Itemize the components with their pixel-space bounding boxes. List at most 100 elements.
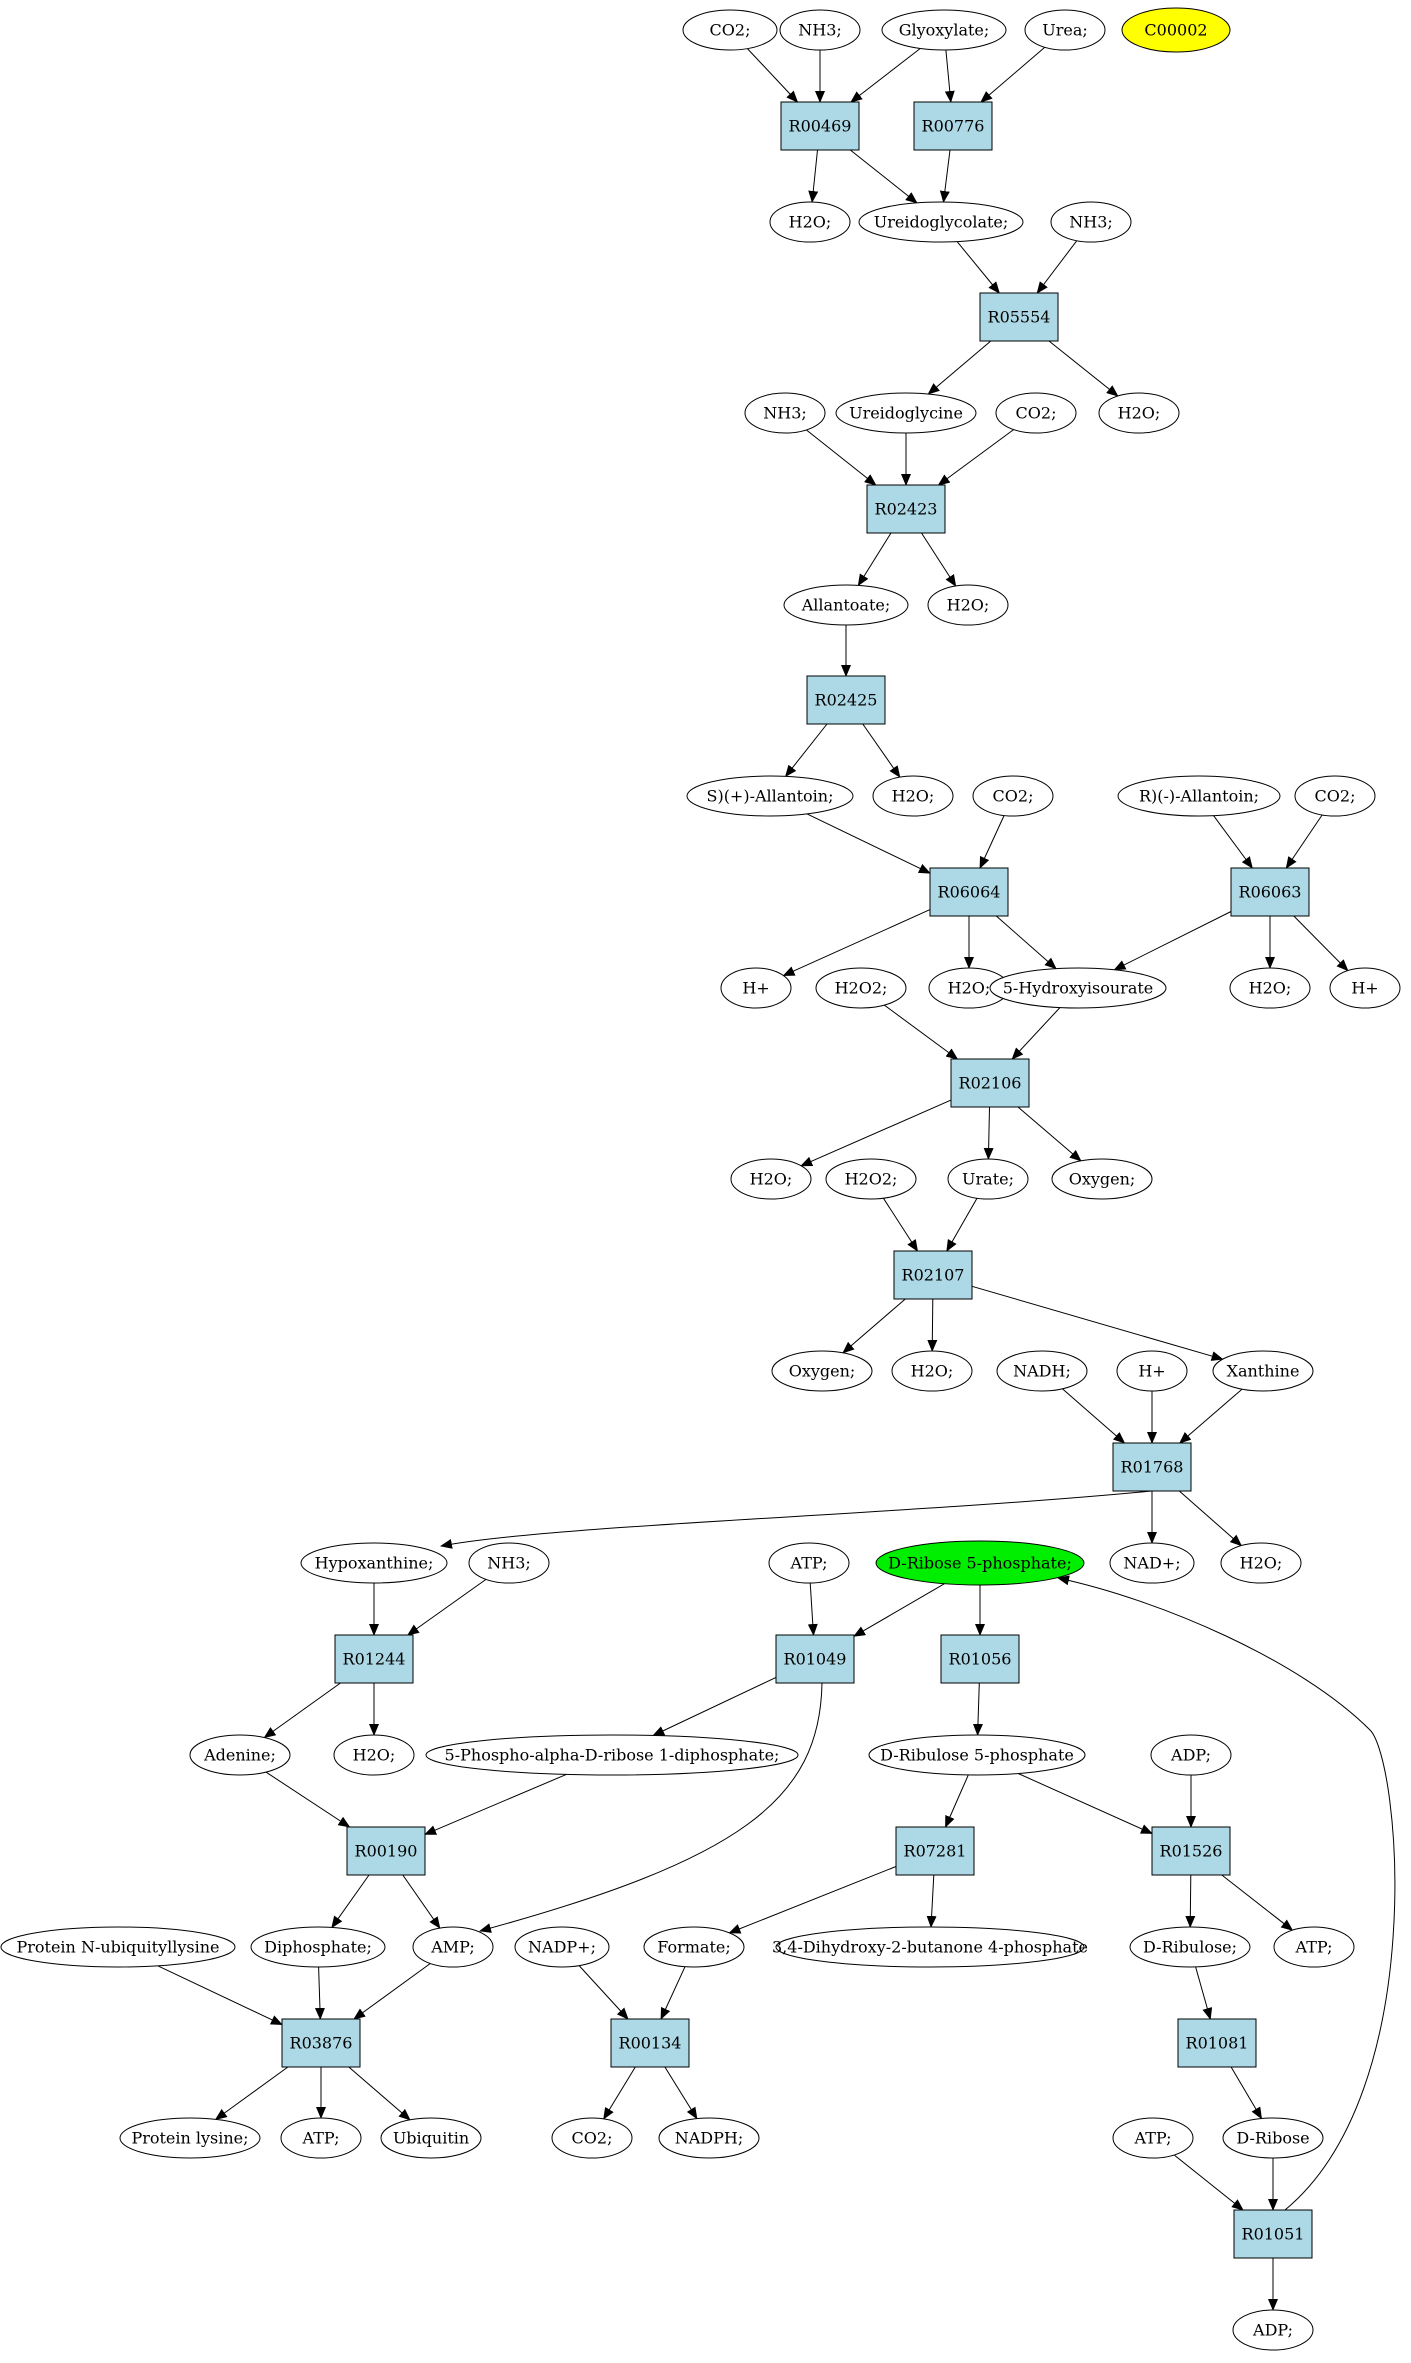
compound-node-c_d_ribulose5p[interactable]: D-Ribulose 5-phosphate	[868, 1734, 1086, 1776]
reaction-node-r_R02107[interactable]: R02107	[893, 1250, 973, 1300]
compound-ellipse	[300, 1542, 448, 1584]
compound-node-c_nh3_1[interactable]: NH3;	[779, 9, 861, 51]
compound-node-c_5hiu[interactable]: 5-Hydroxyisourate	[989, 967, 1167, 1009]
compound-node-c_nh3_4[interactable]: NH3;	[468, 1542, 550, 1584]
compound-node-c_hplus_2[interactable]: H+	[1329, 967, 1401, 1009]
reaction-node-r_R05554[interactable]: R05554	[979, 292, 1059, 342]
reaction-node-r_R01768[interactable]: R01768	[1112, 1442, 1192, 1492]
reaction-box	[929, 867, 1009, 917]
reaction-node-r_R01051[interactable]: R01051	[1233, 2209, 1313, 2259]
edge-c_co2_1-to-r_R00469	[747, 48, 799, 103]
reaction-node-r_R01049[interactable]: R01049	[775, 1634, 855, 1684]
reaction-node-r_R01526[interactable]: R01526	[1151, 1826, 1231, 1876]
node-label: R01051	[1242, 2225, 1305, 2244]
compound-node-c_atp_4[interactable]: ATP;	[1112, 2117, 1194, 2159]
node-label: 5-Hydroxyisourate	[1003, 979, 1154, 998]
compound-node-c_glyoxylate[interactable]: Glyoxylate;	[881, 9, 1007, 51]
compound-node-c_formate[interactable]: Formate;	[643, 1926, 745, 1968]
compound-node-c_co2_1[interactable]: CO2;	[682, 9, 778, 51]
reaction-node-r_R01056[interactable]: R01056	[940, 1634, 1020, 1684]
compound-node-c_h2o_3[interactable]: H2O;	[927, 584, 1009, 626]
compound-node-c_dhbp[interactable]: 3,4-Dihydroxy-2-butanone 4-phosphate	[772, 1926, 1088, 1968]
reaction-node-r_R00776[interactable]: R00776	[913, 101, 993, 151]
compound-node-c_c00002[interactable]: C00002	[1121, 7, 1231, 53]
reaction-node-r_R02423[interactable]: R02423	[866, 484, 946, 534]
compound-node-c_oxygen_1[interactable]: Oxygen;	[1051, 1158, 1153, 1200]
compound-node-c_s_allantoin[interactable]: S)(+)-Allantoin;	[686, 775, 854, 817]
compound-node-c_nh3_3[interactable]: NH3;	[744, 392, 826, 434]
reaction-node-r_R03876[interactable]: R03876	[281, 2018, 361, 2068]
compound-node-c_urea[interactable]: Urea;	[1024, 9, 1106, 51]
compound-node-c_hypoxanthine[interactable]: Hypoxanthine;	[300, 1542, 448, 1584]
compound-ellipse	[825, 1158, 917, 1200]
compound-node-c_h2o_10[interactable]: H2O;	[333, 1734, 415, 1776]
compound-node-c_h2o_5[interactable]: H2O;	[928, 967, 1010, 1009]
compound-node-c_nadplus_1[interactable]: NAD+;	[1109, 1542, 1195, 1584]
node-label: CO2;	[993, 787, 1034, 806]
compound-node-c_nadpplus[interactable]: NADP+;	[514, 1926, 610, 1968]
compound-ellipse	[769, 201, 851, 243]
reaction-node-r_R02425[interactable]: R02425	[806, 675, 886, 725]
reaction-node-r_R01081[interactable]: R01081	[1177, 2018, 1257, 2068]
node-label: H2O;	[892, 787, 935, 806]
reaction-node-r_R00469[interactable]: R00469	[780, 101, 860, 151]
compound-node-c_co2_2[interactable]: CO2;	[995, 392, 1077, 434]
reaction-node-r_R00190[interactable]: R00190	[346, 1826, 426, 1876]
compound-node-c_oxygen_2[interactable]: Oxygen;	[771, 1350, 873, 1392]
compound-node-c_nh3_2[interactable]: NH3;	[1050, 201, 1132, 243]
compound-node-c_allantoate[interactable]: Allantoate;	[783, 584, 909, 626]
compound-node-c_h2o_8[interactable]: H2O;	[891, 1350, 973, 1392]
compound-node-c_r_allantoin[interactable]: R)(-)-Allantoin;	[1117, 775, 1281, 817]
edge-r_R02423-to-c_allantoate	[857, 532, 892, 587]
compound-node-c_ureidoglycolate[interactable]: Ureidoglycolate;	[858, 201, 1024, 243]
compound-node-c_xanthine[interactable]: Xanthine	[1212, 1350, 1314, 1392]
compound-node-c_diphosphate[interactable]: Diphosphate;	[250, 1926, 386, 1968]
compound-node-c_ubiquitin[interactable]: Ubiquitin	[380, 2117, 482, 2159]
compound-node-c_hplus_1[interactable]: H+	[720, 967, 792, 1009]
compound-node-c_h2o2_2[interactable]: H2O2;	[825, 1158, 917, 1200]
compound-node-c_adp_1[interactable]: ADP;	[1150, 1734, 1232, 1776]
compound-node-c_atp_3[interactable]: ATP;	[280, 2117, 362, 2159]
node-label: H2O2;	[845, 1170, 898, 1189]
compound-node-c_co2_3[interactable]: CO2;	[972, 775, 1054, 817]
node-label: R00134	[619, 2034, 682, 2053]
compound-ellipse	[1109, 1542, 1195, 1584]
reaction-node-r_R07281[interactable]: R07281	[895, 1826, 975, 1876]
compound-node-c_adp_2[interactable]: ADP;	[1232, 2309, 1314, 2351]
compound-ellipse	[280, 2117, 362, 2159]
compound-node-c_amp[interactable]: AMP;	[412, 1926, 494, 1968]
reaction-node-r_R06063[interactable]: R06063	[1230, 867, 1310, 917]
compound-node-c_h2o_1[interactable]: H2O;	[769, 201, 851, 243]
compound-ellipse	[1050, 201, 1132, 243]
node-label: R05554	[988, 308, 1051, 327]
compound-node-c_prpp[interactable]: 5-Phospho-alpha-D-ribose 1-diphosphate;	[425, 1734, 799, 1776]
reaction-box	[610, 2018, 690, 2068]
compound-node-c_h2o_4[interactable]: H2O;	[872, 775, 954, 817]
compound-node-c_atp_1[interactable]: ATP;	[768, 1542, 850, 1584]
compound-node-c_ureidoglycine[interactable]: Ureidoglycine	[835, 392, 977, 434]
node-label: C00002	[1144, 21, 1207, 40]
reaction-node-r_R00134[interactable]: R00134	[610, 2018, 690, 2068]
reaction-node-r_R02106[interactable]: R02106	[950, 1058, 1030, 1108]
compound-node-c_atp_2[interactable]: ATP;	[1273, 1926, 1355, 1968]
compound-node-c_nadph[interactable]: NADPH;	[658, 2117, 760, 2159]
compound-node-c_protein_nubl[interactable]: Protein N-ubiquityllysine	[0, 1926, 236, 1968]
compound-node-c_urate[interactable]: Urate;	[947, 1158, 1029, 1200]
compound-node-c_h2o_9[interactable]: H2O;	[1220, 1542, 1302, 1584]
compound-node-c_nadh[interactable]: NADH;	[996, 1350, 1088, 1392]
compound-node-c_d_ribulose[interactable]: D-Ribulose;	[1129, 1926, 1251, 1968]
reaction-node-r_R06064[interactable]: R06064	[929, 867, 1009, 917]
compound-node-c_d_ribose[interactable]: D-Ribose	[1222, 2117, 1324, 2159]
compound-node-c_h2o_7[interactable]: H2O;	[730, 1158, 812, 1200]
compound-node-c_h2o2_1[interactable]: H2O2;	[815, 967, 907, 1009]
compound-node-c_co2_4[interactable]: CO2;	[1294, 775, 1376, 817]
compound-node-c_h2o_2[interactable]: H2O;	[1098, 392, 1180, 434]
compound-node-c_d_ribose5p[interactable]: D-Ribose 5-phosphate;	[875, 1540, 1085, 1586]
compound-node-c_hplus_3[interactable]: H+	[1116, 1350, 1188, 1392]
compound-node-c_co2_5[interactable]: CO2;	[551, 2117, 633, 2159]
compound-node-c_h2o_6[interactable]: H2O;	[1229, 967, 1311, 1009]
compound-node-c_adenine[interactable]: Adenine;	[189, 1734, 291, 1776]
reaction-node-r_R01244[interactable]: R01244	[334, 1634, 414, 1684]
compound-ellipse	[927, 584, 1009, 626]
compound-node-c_protein_lysine[interactable]: Protein lysine;	[119, 2117, 261, 2159]
